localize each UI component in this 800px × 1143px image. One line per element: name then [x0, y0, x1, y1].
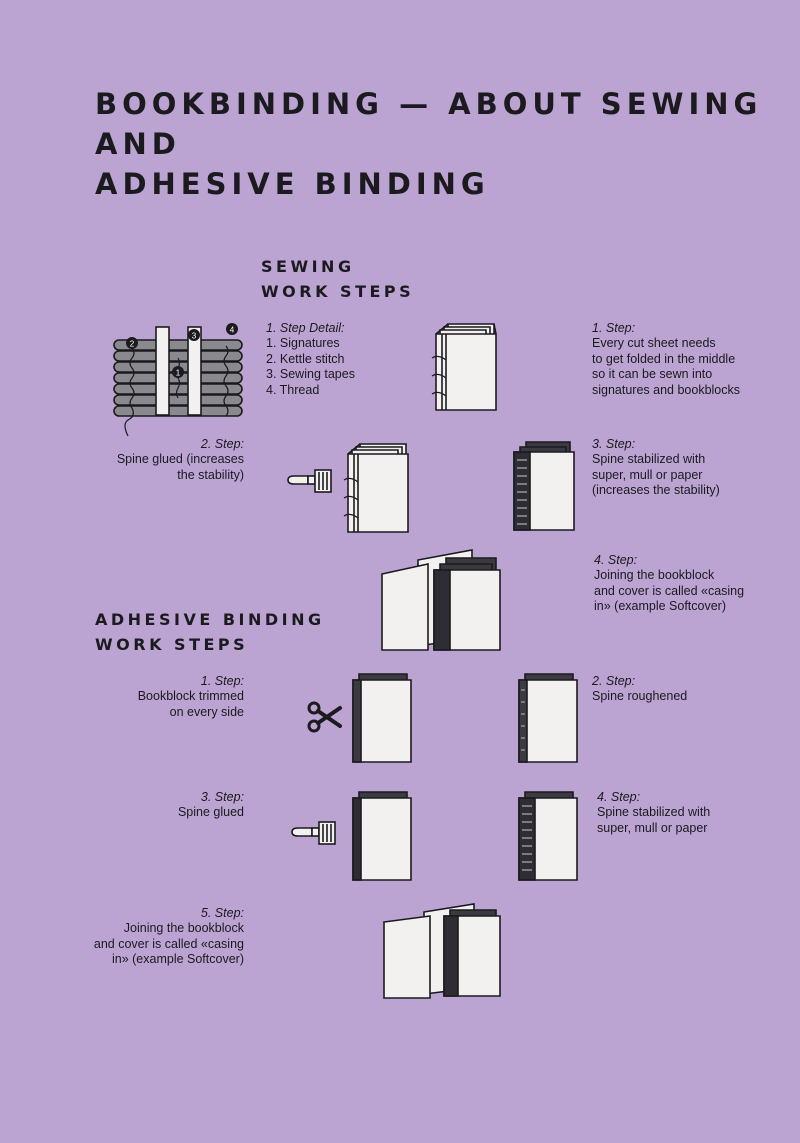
step-text-line: and cover is called «casing: [594, 583, 745, 598]
book-block-icon: [518, 791, 578, 881]
step-text-line: signatures and bookblocks: [592, 382, 741, 397]
svg-text:4: 4: [230, 326, 235, 335]
sewing-heading-line-2: WORK STEPS: [261, 282, 415, 301]
title-line-2: ADHESIVE BINDING: [95, 167, 490, 201]
book-block-icon: [352, 673, 412, 763]
adhesive-step-4: 4. Step: Spine stabilized with super, mu…: [597, 790, 710, 836]
step-label: 3. Step:: [592, 437, 636, 451]
book-block-icon: [518, 673, 578, 763]
step-text-line: super, mull or paper: [597, 820, 708, 835]
glue-brush-icon: [287, 469, 332, 493]
softcover-book-icon: [383, 903, 501, 999]
adhesive-heading-line-1: ADHESIVE BINDING: [95, 610, 325, 629]
detail-item: 4. Thread: [266, 382, 320, 397]
step-text-line: on every side: [169, 704, 244, 719]
svg-text:3: 3: [192, 332, 197, 341]
step-label: 1. Step:: [592, 321, 636, 335]
adhesive-heading-line-2: WORK STEPS: [95, 635, 249, 654]
step-text-line: super, mull or paper: [592, 467, 703, 482]
step-label: 1. Step:: [200, 674, 244, 688]
step-label: 2. Step:: [592, 674, 636, 688]
detail-item: 3. Sewing tapes: [266, 367, 355, 382]
step-text-line: the stability): [177, 467, 244, 482]
sewing-heading-line-1: SEWING: [261, 257, 355, 276]
sewing-frame-icon: 2 1 3 4: [113, 323, 243, 437]
detail-marker-1: 1: [172, 366, 184, 378]
sewn-signatures-icon: [343, 443, 409, 533]
step-text-line: Bookblock trimmed: [137, 689, 244, 704]
title-line-1: BOOKBINDING — ABOUT SEWING AND: [95, 87, 763, 161]
step-text-line: Spine glued: [177, 805, 244, 820]
step-text-line: to get folded in the middle: [592, 351, 736, 366]
step-label: 2. Step:: [200, 437, 244, 451]
sewing-step-4: 4. Step: Joining the bookblock and cover…: [594, 553, 744, 615]
sewing-section-heading: SEWING WORK STEPS: [261, 254, 414, 304]
sewing-step-detail-label: 1. Step Detail:: [266, 321, 345, 335]
step-text-line: Spine stabilized with: [592, 452, 706, 467]
step-text-line: Every cut sheet needs: [592, 336, 716, 351]
detail-item: 1. Signatures: [266, 336, 340, 351]
page-title: BOOKBINDING — ABOUT SEWING AND ADHESIVE …: [95, 84, 775, 204]
step-label: 4. Step:: [594, 553, 638, 567]
detail-marker-4: 4: [226, 323, 238, 335]
book-block-icon: [352, 791, 412, 881]
sewing-step-2: 2. Step: Spine glued (increases the stab…: [64, 437, 244, 483]
adhesive-step-2: 2. Step: Spine roughened: [592, 674, 687, 705]
step-label: 3. Step:: [200, 790, 244, 804]
sewing-step-detail: 1. Step Detail: 1. Signatures 2. Kettle …: [266, 321, 355, 398]
step-text-line: Spine stabilized with: [597, 805, 711, 820]
adhesive-section-heading: ADHESIVE BINDING WORK STEPS: [95, 607, 325, 657]
svg-text:1: 1: [176, 369, 181, 378]
step-text-line: in» (example Softcover): [594, 599, 727, 614]
sewing-tapes: [155, 326, 202, 416]
sewn-signatures-icon: [431, 323, 497, 411]
adhesive-step-1: 1. Step: Bookblock trimmed on every side: [64, 674, 244, 720]
step-text-line: Spine roughened: [592, 689, 688, 704]
detail-marker-3: 3: [188, 329, 200, 341]
step-text-line: Joining the bookblock: [123, 921, 244, 936]
step-text-line: in» (example Softcover): [111, 952, 244, 967]
adhesive-step-3: 3. Step: Spine glued: [64, 790, 244, 821]
softcover-book-icon: [381, 549, 501, 651]
step-text-line: Spine glued (increases: [116, 452, 244, 467]
detail-item: 2. Kettle stitch: [266, 351, 345, 366]
signature-stack: [113, 339, 243, 417]
svg-text:2: 2: [130, 340, 135, 349]
step-label: 4. Step:: [597, 790, 641, 804]
step-text-line: so it can be sewn into: [592, 367, 713, 382]
sewing-step-1: 1. Step: Every cut sheet needs to get fo…: [592, 321, 740, 398]
step-text-line: (increases the stability): [592, 483, 720, 498]
adhesive-step-5: 5. Step: Joining the bookblock and cover…: [64, 906, 244, 968]
scissors-icon: [307, 701, 342, 733]
step-label: 5. Step:: [200, 906, 244, 920]
glue-brush-icon: [291, 821, 336, 845]
step-text-line: and cover is called «casing: [93, 936, 244, 951]
book-block-icon: [513, 441, 575, 531]
detail-marker-2: 2: [126, 337, 138, 349]
step-text-line: Joining the bookblock: [594, 568, 715, 583]
sewing-step-3: 3. Step: Spine stabilized with super, mu…: [592, 437, 720, 499]
